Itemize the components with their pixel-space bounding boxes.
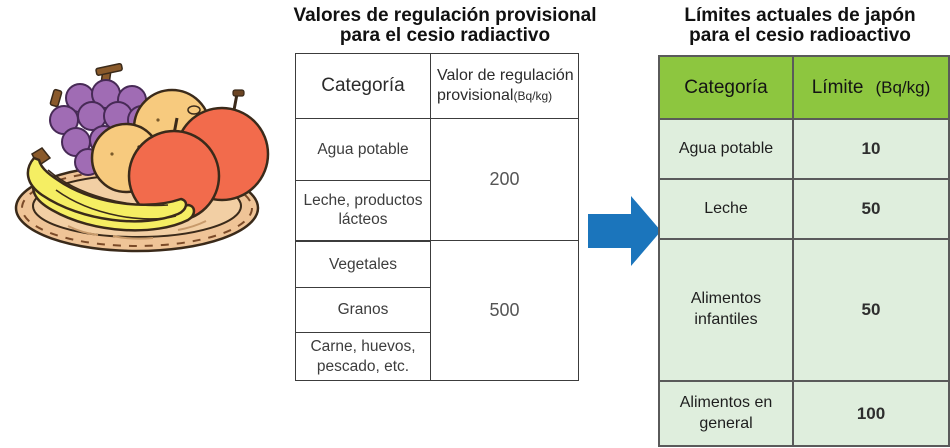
apples [127,89,270,223]
category-header: Categoría [295,53,431,119]
limit-header: Límite (Bq/kg) [792,55,950,120]
current-title-line1: Límites actuales de japón [684,5,916,26]
table-row: Agua potable 10 [658,118,950,180]
limit-cell: 10 [792,118,950,180]
current-table-section: Categoría Límite(Bq/kg) Agua potable 10 … [658,55,950,447]
category-cell: Granos [295,287,431,333]
value-header: Valor de regulación provisional(Bq/kg) [430,53,579,119]
table-row: Leche 50 [658,178,950,240]
limit-cell: 50 [792,238,950,382]
category-cell: Leche [658,178,794,240]
limit-header-label: Límite [811,76,864,98]
provisional-table-section: Categoría Valor de regulación provisiona… [295,53,579,381]
provisional-table-title: Valores de regulación provisional para e… [268,5,622,47]
category-cell: Vegetales [295,240,431,288]
transition-arrow [588,195,662,272]
category-header: Categoría [658,55,794,120]
value-cell: 200 [430,118,579,241]
provisional-table: Categoría Valor de regulación provisiona… [295,53,579,381]
value-cell: 500 [430,240,579,381]
fruit-basket-illustration [14,62,270,253]
category-cell: Agua potable [295,118,431,181]
category-cell: Leche, productos lácteos [295,180,431,242]
provisional-title-line2: para el cesio radiactivo [339,25,551,47]
category-cell: Alimentos en general [658,380,794,447]
table-row: Alimentos en general 100 [658,380,950,447]
provisional-title-line1: Valores de regulación provisional [293,5,597,26]
current-title-line2: para el cesio radioactivo [689,25,911,47]
value-header-label: Valor de regulación provisional [437,67,574,104]
current-table-title: Límites actuales de japón para el cesio … [655,5,945,47]
category-cell: Alimentos infantiles [658,238,794,382]
table-row: Alimentos infantiles 50 [658,238,950,382]
limit-cell: 100 [792,380,950,447]
bananas [26,147,196,232]
limit-cell: 50 [792,178,950,240]
unit-label: (Bq/kg) [513,89,553,103]
current-limits-table: Categoría Límite(Bq/kg) Agua potable 10 … [658,55,950,447]
category-cell: Agua potable [658,118,794,180]
right-arrow-icon [588,196,661,266]
unit-label: (Bq/kg) [875,77,931,97]
category-cell: Carne, huevos, pescado, etc. [295,332,431,381]
